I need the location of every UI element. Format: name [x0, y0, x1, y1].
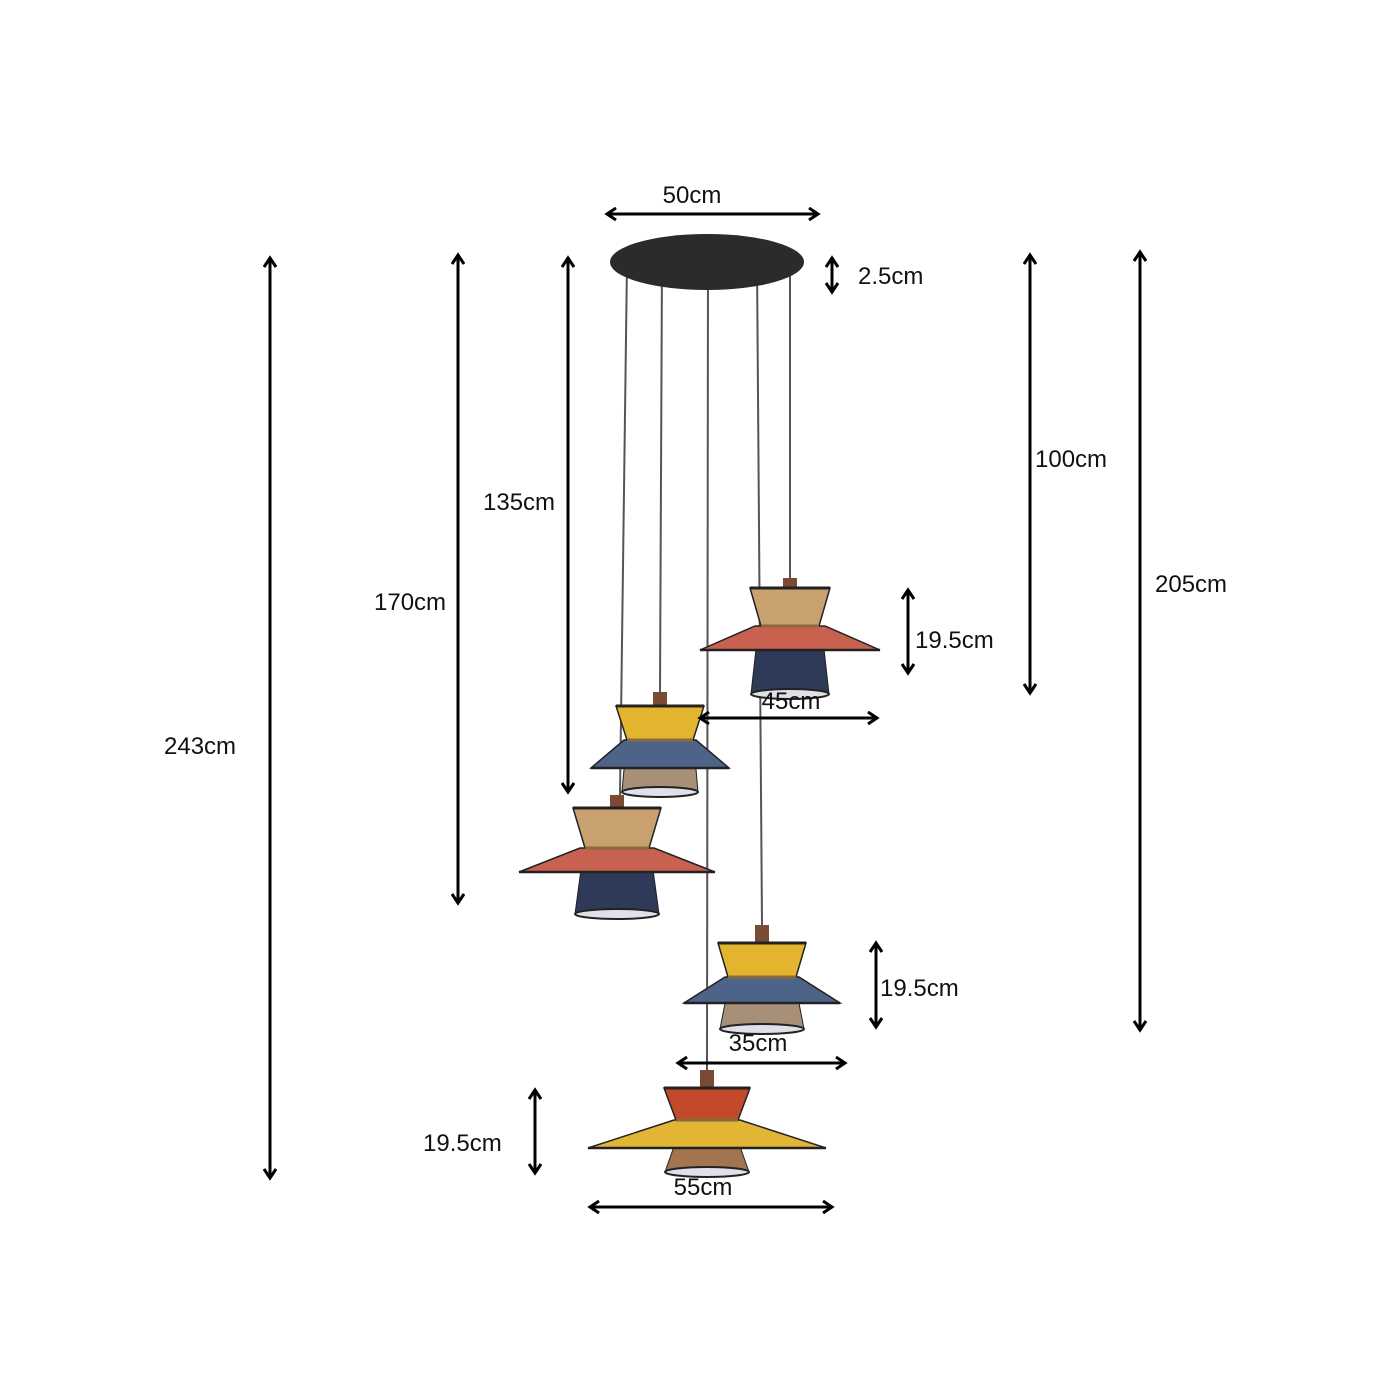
lamp-35cm-upper — [588, 692, 732, 798]
ceiling-canopy — [610, 234, 804, 290]
shade-width-45-label: 45cm — [762, 688, 821, 715]
shade-height-upper-label: 19.5cm — [915, 627, 994, 654]
lamp-brim — [587, 1119, 827, 1149]
lamp-cap — [700, 1070, 714, 1090]
lamp-45cm-upper — [699, 578, 881, 700]
lamp-shades — [518, 578, 881, 1178]
shade-width-35-label: 35cm — [729, 1030, 788, 1057]
shade-width-55-label: 55cm — [674, 1174, 733, 1201]
lamp-55cm — [587, 1070, 827, 1178]
lamp-top-cone — [749, 587, 831, 627]
lamp-brim — [699, 625, 881, 651]
canopy-height-label: 2.5cm — [858, 263, 923, 290]
lamp-top-cone — [662, 1087, 752, 1121]
drop-243-label: 243cm — [164, 733, 236, 760]
lamp-45cm-lower — [518, 795, 716, 920]
lamp-diffuser — [621, 786, 699, 798]
shade-height-lower-label: 19.5cm — [423, 1130, 502, 1157]
lamp-brim — [518, 847, 716, 873]
lamp-top-cone — [716, 942, 808, 978]
dimension-arrows — [270, 214, 1140, 1207]
lamp-top-cone — [571, 807, 663, 849]
lamp-diffuser — [664, 1166, 750, 1178]
drop-135-label: 135cm — [483, 489, 555, 516]
lamp-35cm-lower — [681, 925, 843, 1035]
lamp-cap — [653, 692, 667, 708]
cord — [659, 261, 663, 693]
shade-height-middle-label: 19.5cm — [880, 975, 959, 1002]
lamp-cap — [755, 925, 769, 945]
drop-100-label: 100cm — [1035, 446, 1107, 473]
lamp-top-cone — [614, 705, 706, 741]
lamp-diffuser — [750, 688, 830, 700]
lamp-cap — [610, 795, 624, 810]
drop-205-label: 205cm — [1155, 571, 1227, 598]
lamp-diffuser — [719, 1023, 805, 1035]
cord — [706, 261, 709, 1071]
lamp-diffuser — [574, 908, 660, 920]
drop-170-label: 170cm — [374, 589, 446, 616]
canopy-diameter-label: 50cm — [663, 182, 722, 209]
